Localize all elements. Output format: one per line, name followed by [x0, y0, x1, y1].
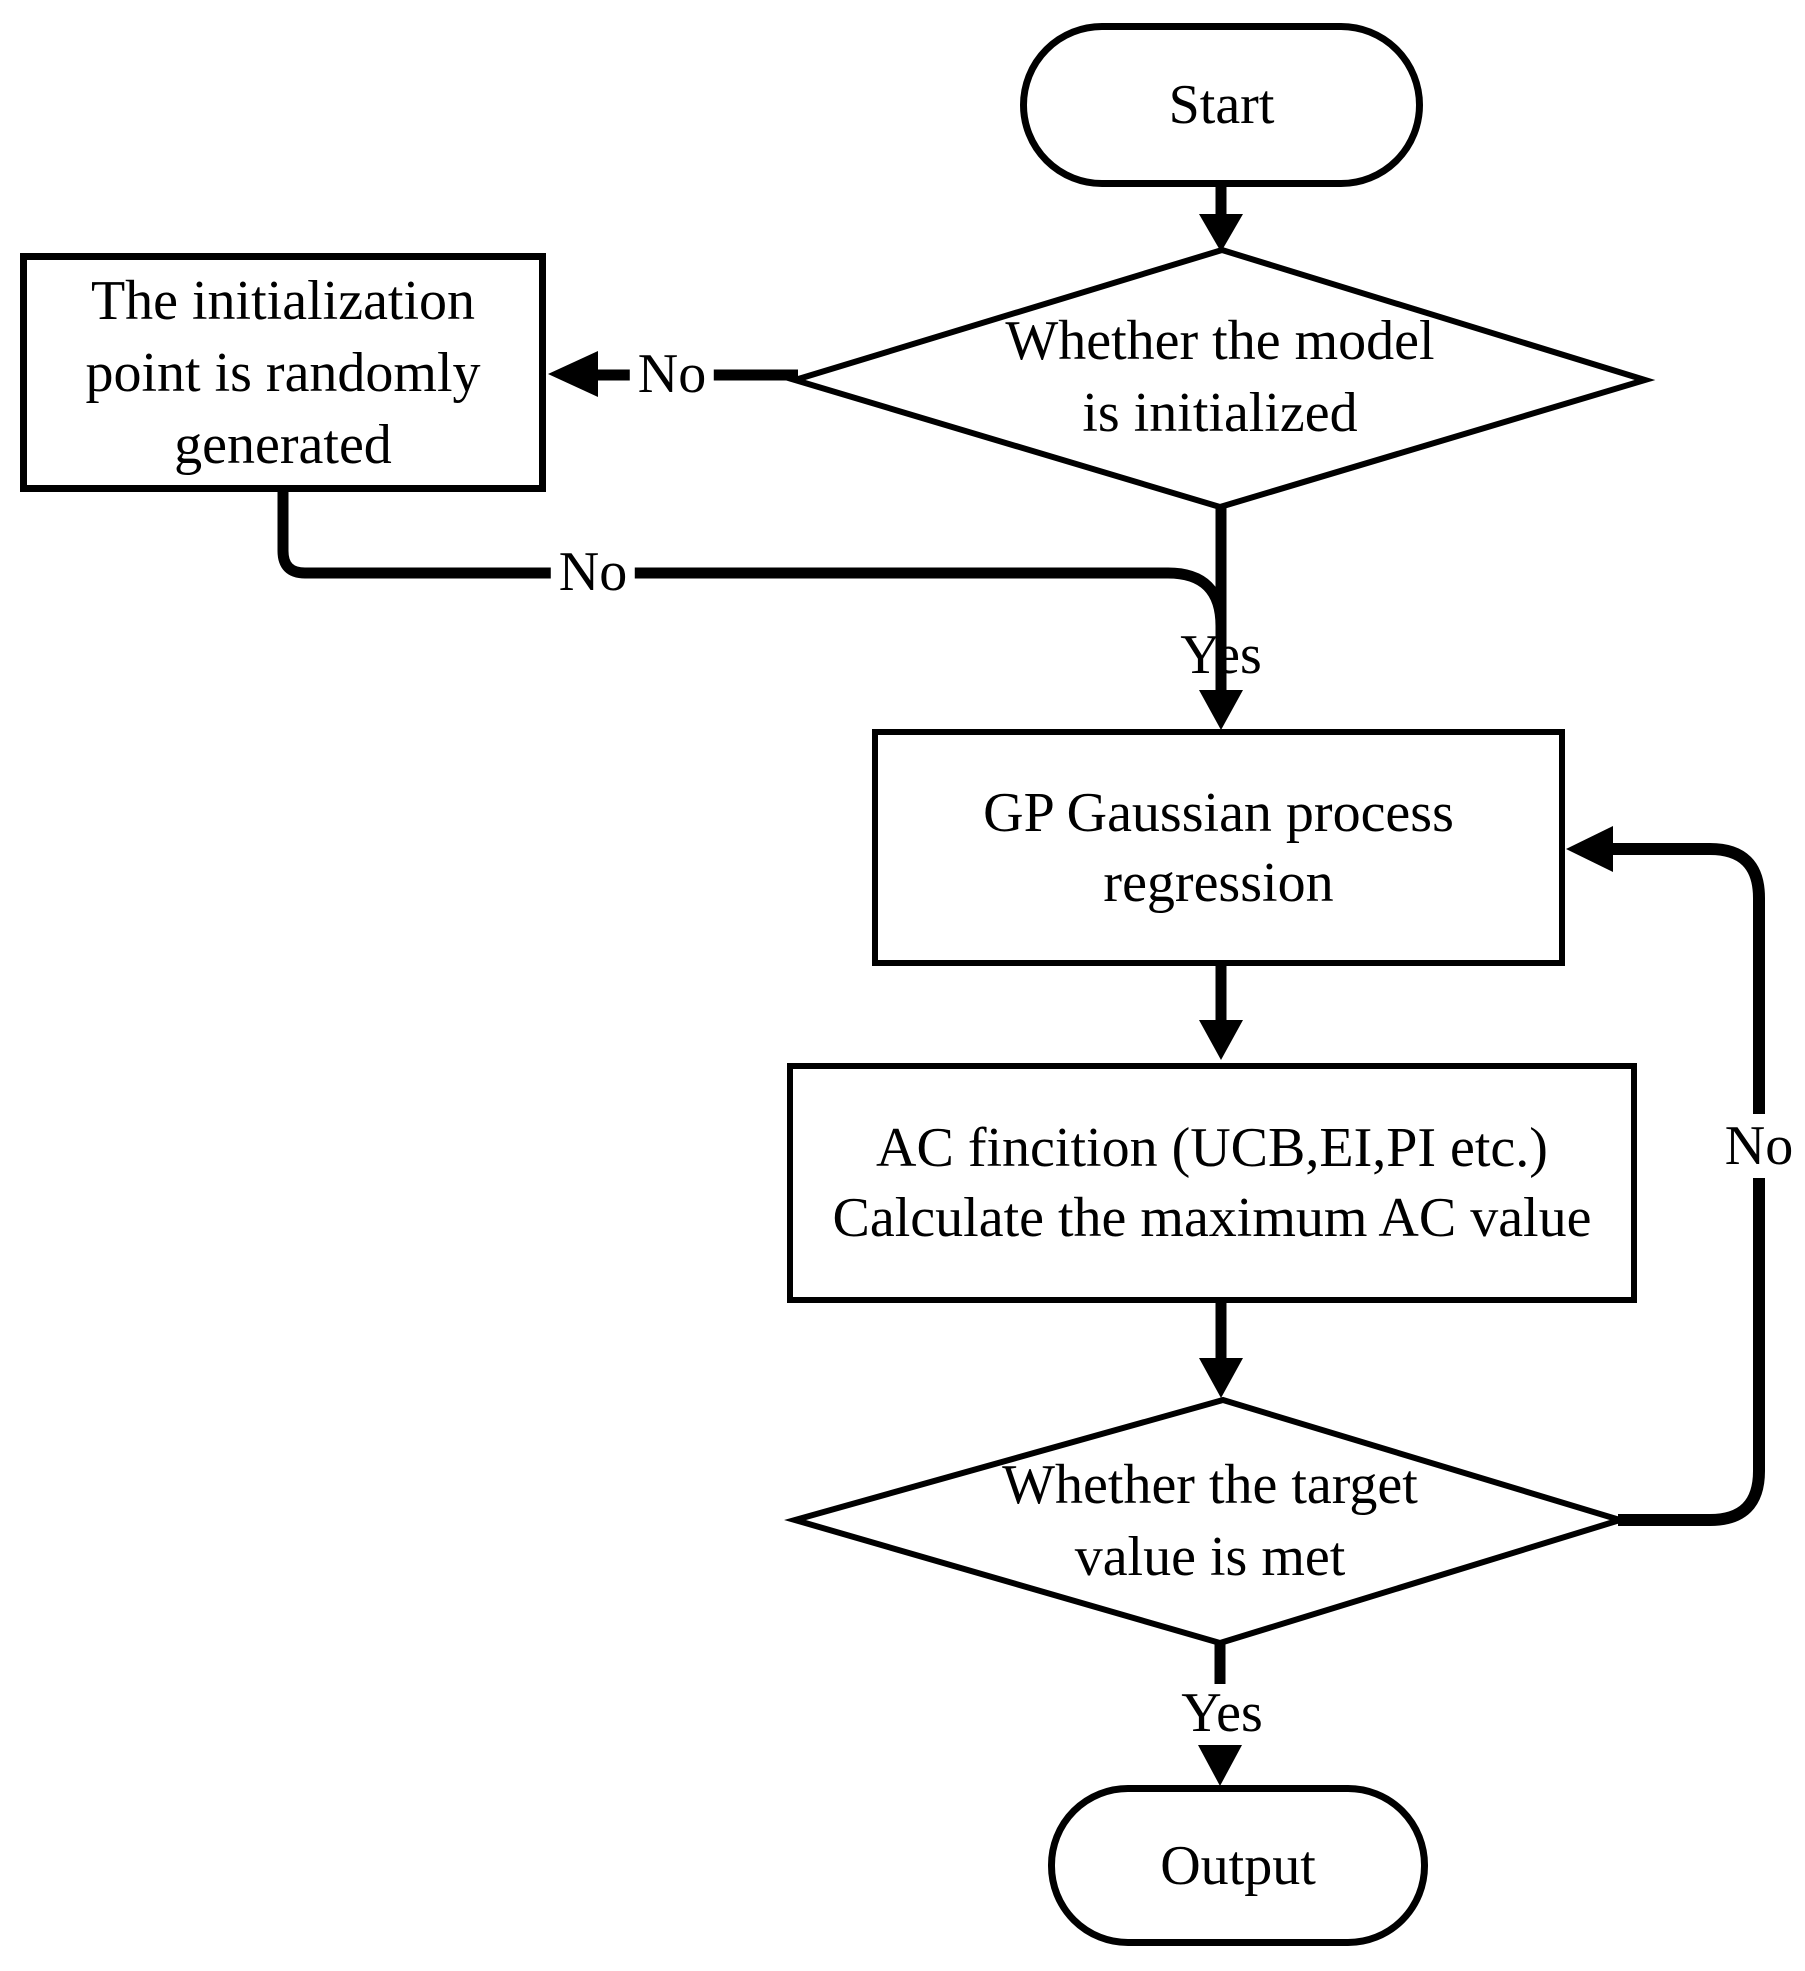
arrowhead-down-into-decision-model-icon — [1199, 214, 1243, 252]
start-node: Start — [1020, 23, 1423, 187]
init-point-line3: generated — [174, 413, 392, 476]
ac-function-line2: Calculate the maximum AC value — [832, 1187, 1592, 1249]
arrowhead-down-into-output-icon — [1198, 1745, 1242, 1786]
decision-target-text: Whether the target value is met — [905, 1449, 1515, 1593]
output-label: Output — [1160, 1834, 1316, 1897]
gp-regression-box: GP Gaussian process regression — [872, 729, 1565, 966]
gp-regression-line2: regression — [1103, 851, 1334, 914]
arrowhead-left-into-init-box-icon — [548, 351, 598, 397]
start-label: Start — [1168, 74, 1275, 136]
init-point-line1: The initialization — [90, 269, 476, 332]
arrowhead-down-into-ac-box-icon — [1199, 1020, 1243, 1060]
decision-model-text: Whether the model is initialized — [910, 305, 1530, 449]
edge-label-no-merge: No — [550, 540, 636, 604]
gp-regression-line1: GP Gaussian process — [983, 781, 1454, 844]
edge-label-no-loop: No — [1716, 1114, 1802, 1178]
arrowhead-left-into-gp-box-icon — [1566, 826, 1613, 872]
init-point-box: The initialization point is randomly gen… — [20, 253, 546, 492]
decision-target-line2: value is met — [1074, 1526, 1346, 1588]
decision-model-line2: is initialized — [1082, 382, 1358, 444]
ac-function-line1: AC fincition (UCB,EI,PI etc.) — [876, 1117, 1548, 1179]
edge-label-no-left: No — [629, 342, 715, 406]
ac-function-box: AC fincition (UCB,EI,PI etc.) Calculate … — [787, 1063, 1637, 1303]
output-node: Output — [1048, 1785, 1428, 1946]
edge-label-yes-model: Yes — [1180, 624, 1262, 686]
decision-model-line1: Whether the model — [1005, 310, 1435, 372]
init-point-line2: point is randomly — [85, 341, 481, 404]
decision-target-line1: Whether the target — [1002, 1454, 1418, 1516]
edge-no-loop-to-gp-box — [1612, 843, 1765, 1526]
arrowhead-down-into-decision-target-icon — [1199, 1358, 1243, 1398]
edge-label-yes-target: Yes — [1181, 1682, 1263, 1744]
edge-init-box-merge-path — [277, 490, 1227, 627]
arrowhead-down-into-gp-box-icon — [1199, 690, 1243, 730]
